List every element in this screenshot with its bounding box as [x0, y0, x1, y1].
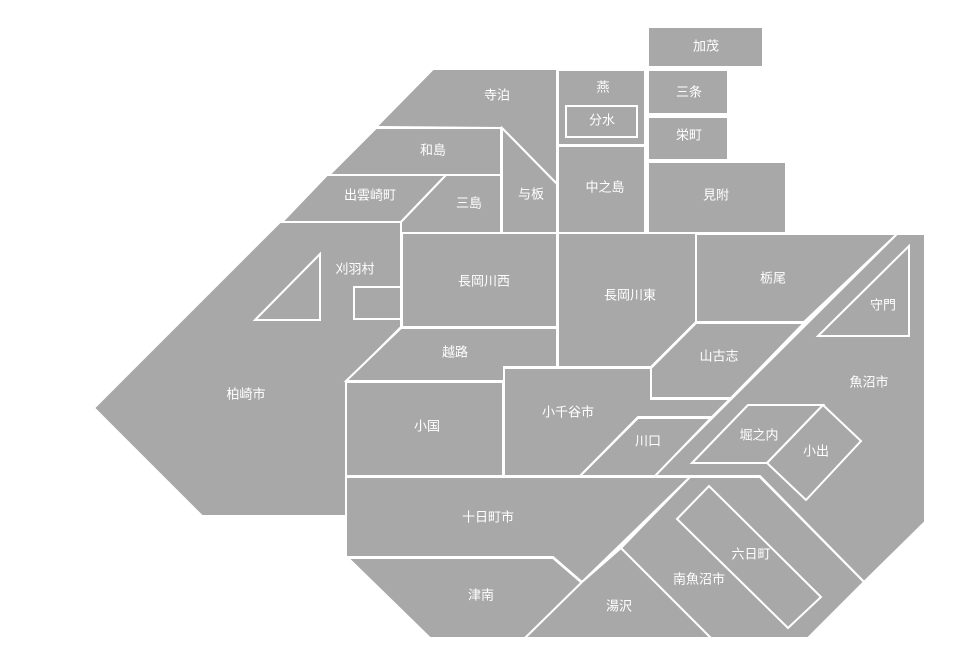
region-sakaemachi[interactable]	[647, 116, 729, 161]
region-muikamachi[interactable]	[675, 484, 823, 630]
region-kariwa-part[interactable]	[252, 251, 321, 321]
region-bunsui[interactable]	[565, 105, 638, 138]
region-shumon[interactable]	[815, 243, 910, 337]
region-wajima[interactable]	[326, 127, 502, 176]
region-oguni[interactable]	[345, 381, 504, 477]
region-mitsuke[interactable]	[647, 161, 787, 234]
region-sanjo[interactable]	[647, 69, 729, 115]
region-koide[interactable]	[765, 403, 863, 502]
region-nagaoka-kawanishi[interactable]	[401, 232, 558, 328]
region-kariwa[interactable]	[353, 286, 402, 320]
region-kamo[interactable]	[647, 26, 764, 68]
region-nakanoshima[interactable]	[557, 145, 646, 234]
